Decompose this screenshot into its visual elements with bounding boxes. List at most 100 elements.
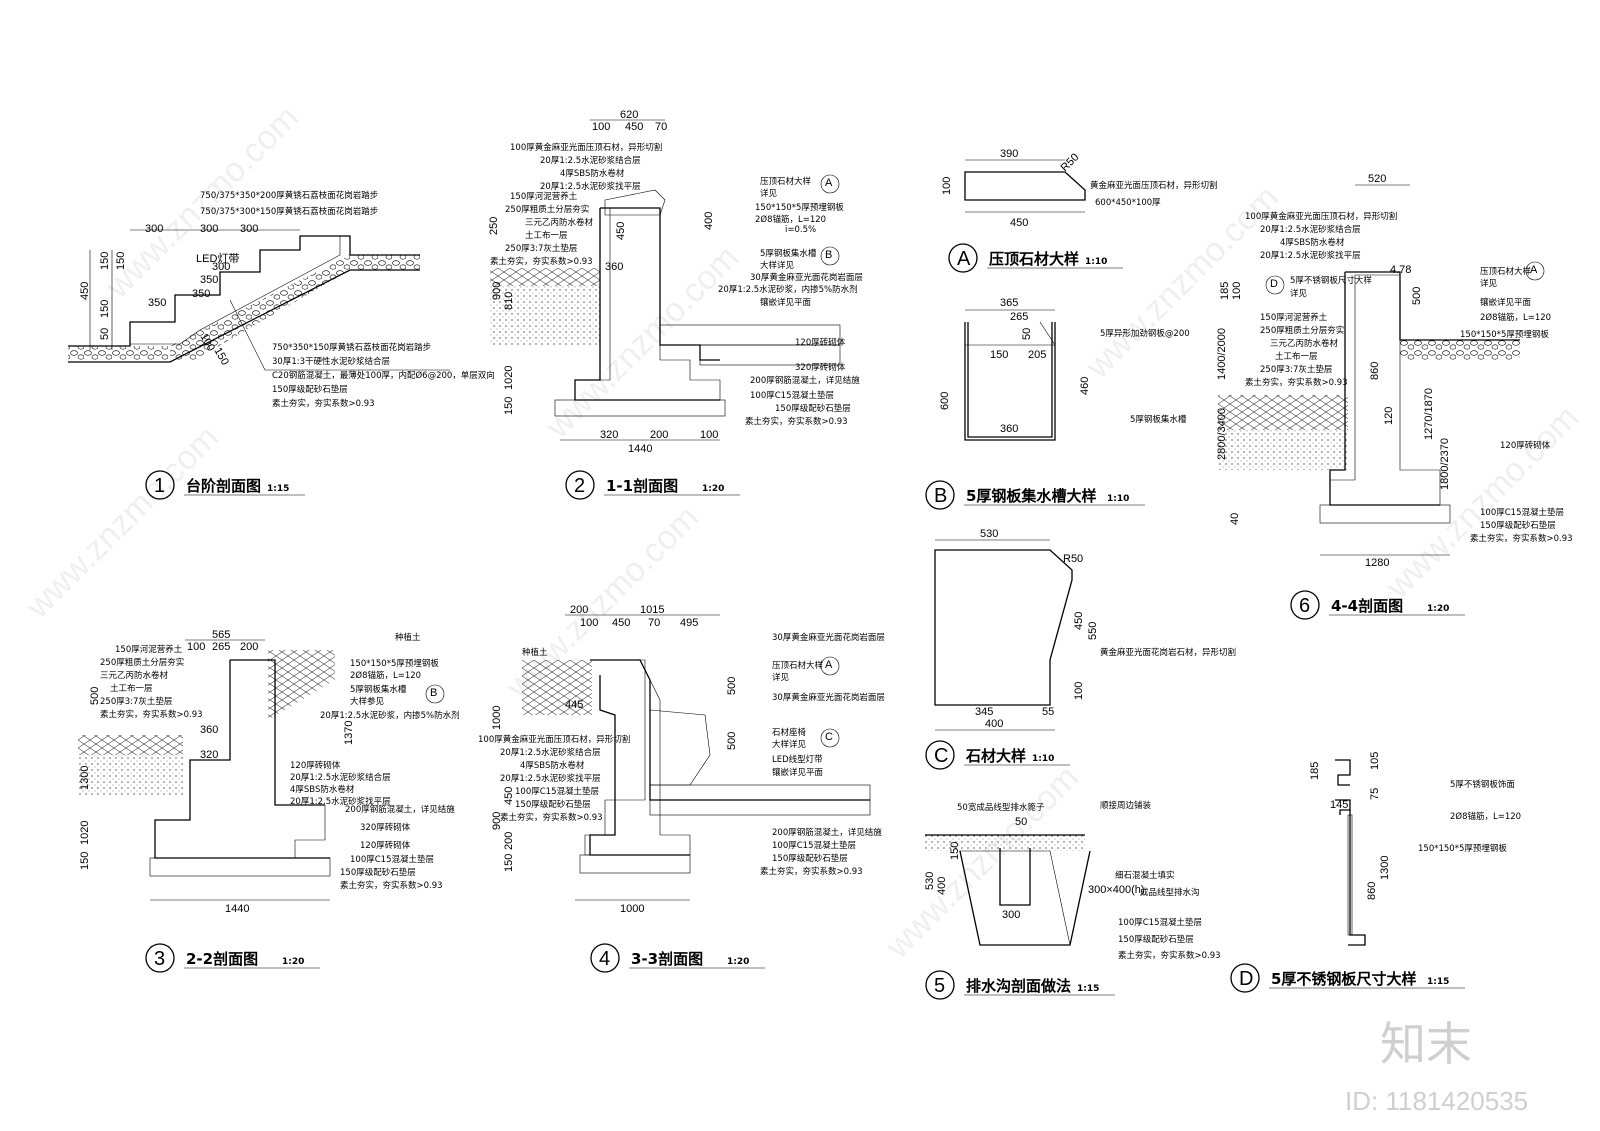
nd-3: 150*150*5厚预埋钢板 <box>1418 843 1507 854</box>
detail-c-stone-seat: 530 R50 450 550 100 345 55 400 黄金麻亚光面花岗岩… <box>934 528 1236 731</box>
dim-a-4: 450 <box>1010 217 1028 229</box>
dim-stair-8: 450 <box>79 282 91 300</box>
dim-11-6: 400 <box>703 212 715 230</box>
n44-3: 4厚SBS防水卷材 <box>1280 237 1345 248</box>
dim-44-7: 120 <box>1383 407 1395 425</box>
dim-11-10: 810 <box>503 292 515 310</box>
dim-44-6: 860 <box>1369 362 1381 380</box>
dim-44-4: 500 <box>1411 287 1423 305</box>
title-number-circle <box>565 470 595 500</box>
n33-18: 100厚C15混凝土垫层 <box>772 840 856 851</box>
title-name: 1-1剖面图 <box>606 477 678 495</box>
dim-33-2: 1015 <box>640 604 664 616</box>
n33-16: 镶嵌详见平面 <box>772 767 824 778</box>
n11-12: 详见 <box>760 188 778 199</box>
n22-22: 种植土 <box>395 632 421 643</box>
n5-4: 成品线型排水沟 <box>1140 887 1200 898</box>
n44-8: 250厚粗质土分层夯实 <box>1260 325 1344 336</box>
n5-8: 素土夯实，夯实系数>0.93 <box>1118 950 1221 961</box>
n44-9: 三元乙丙防水卷材 <box>1270 338 1339 349</box>
ref-44-d: D <box>1270 278 1278 290</box>
dim-44-11: 1280 <box>1365 557 1389 569</box>
watermark-7: www.znzmo.com <box>1378 398 1586 606</box>
dim-b-7: 460 <box>1079 377 1091 395</box>
stair-note-2: 750/375*300*150厚黄锈石荔枝面花岗岩踏步 <box>200 206 378 217</box>
n11-17: 大样详见 <box>760 260 795 271</box>
ref-22-b: B <box>430 687 437 699</box>
title-number: 1 <box>154 475 165 497</box>
n22-14: 4厚SBS防水卷材 <box>290 784 355 795</box>
n5-3: 细石混凝土填实 <box>1115 870 1175 881</box>
title-number: 2 <box>574 475 585 497</box>
title-number-circle <box>948 243 978 273</box>
dim-5-5: 530 <box>924 872 936 890</box>
dim-33-1: 200 <box>570 604 588 616</box>
n22-6: 素土夯实，夯实系数>0.93 <box>100 709 203 720</box>
dim-stair-10: 150 <box>99 300 111 318</box>
dim-stair-9: 150 <box>99 252 111 270</box>
n5-6: 100厚C15混凝土垫层 <box>1118 917 1202 928</box>
title-scale: 1:10 <box>1107 494 1129 504</box>
n44-16: 2Ø8锚筋，L=120 <box>1480 312 1551 323</box>
ref-33-c: C <box>825 731 833 743</box>
n33-17: 200厚钢筋混凝土，详见结施 <box>772 827 882 838</box>
dim-33-5: 70 <box>648 617 660 629</box>
n11-23: 200厚钢筋混凝土，详见结施 <box>750 375 860 386</box>
dim-stair-1: 300 <box>145 223 163 235</box>
n33-19: 150厚级配砂石垫层 <box>772 853 848 864</box>
n44-17: 150*150*5厚预埋钢板 <box>1460 329 1549 340</box>
watermark-6: www.znzmo.com <box>878 758 1086 966</box>
n11-25: 150厚级配砂石垫层 <box>775 403 851 414</box>
dim-11-2: 450 <box>625 121 643 133</box>
dim-b-3: 50 <box>1021 328 1033 340</box>
title-scale: 1:10 <box>1032 754 1054 764</box>
dim-11-1: 620 <box>620 109 638 121</box>
dim-d-5: 1300 <box>1379 856 1391 880</box>
dim-11-3: 100 <box>592 121 610 133</box>
title-number-circle <box>925 970 955 1000</box>
n33-12: 素土夯实，夯实系数>0.93 <box>500 812 603 823</box>
dim-44-2: 185 <box>1219 282 1231 300</box>
n44-20: 150厚级配砂石垫层 <box>1480 520 1556 531</box>
title-scale: 1:15 <box>267 484 289 494</box>
n11-16: 5厚钢板集水槽 <box>760 248 817 259</box>
dim-11-16: 100 <box>700 429 718 441</box>
n11-10: 素土夯实，夯实系数>0.93 <box>490 256 593 267</box>
dim-c-6: 345 <box>975 706 993 718</box>
title-number-circle <box>1230 963 1260 993</box>
dim-44-3: 100 <box>1231 282 1243 300</box>
nd-1: 5厚不锈钢板饰面 <box>1450 779 1515 790</box>
ref-11-b: B <box>825 249 832 261</box>
dim-33-10: 1000 <box>491 706 503 730</box>
dim-c-5: 100 <box>1073 682 1085 700</box>
nc-1: 黄金麻亚光面花岗岩石材，异形切割 <box>1100 647 1236 658</box>
dim-22-8: 1370 <box>343 721 355 745</box>
n44-5: 5厚不锈钢板尺寸大样 <box>1290 275 1372 286</box>
detail-b-steel-trough: 365 265 50 150 205 600 460 360 5厚异形加劲钢板@… <box>939 297 1190 441</box>
dim-11-12: 150 <box>503 397 515 415</box>
dim-44-10: 2800/3400 <box>1216 408 1228 460</box>
detail-a-coping-stone: 390 R50 100 450 黄金麻亚光面压顶石材，异形切割 600*450*… <box>941 148 1218 229</box>
dim-d-6: 860 <box>1366 882 1378 900</box>
n33-20: 素土夯实，夯实系数>0.93 <box>760 866 863 877</box>
title-name: 2-2剖面图 <box>186 950 258 968</box>
n22-4: 土工布一层 <box>110 683 153 694</box>
title-number: 3 <box>154 948 165 970</box>
dim-11-9: 900 <box>491 282 503 300</box>
n22-11: 20厚1:2.5水泥砂浆，内掺5%防水剂 <box>320 710 460 721</box>
n22-3: 三元乙丙防水卷材 <box>100 670 169 681</box>
dim-33-8: 500 <box>726 677 738 695</box>
n44-4: 20厚1:2.5水泥砂浆找平层 <box>1260 250 1361 261</box>
title-name: 排水沟剖面做法 <box>966 977 1071 995</box>
dim-b-2: 265 <box>1010 311 1028 323</box>
dim-stair-6: 350 <box>192 288 210 300</box>
n33-8: 4厚SBS防水卷材 <box>520 760 585 771</box>
n11-5: 150厚河泥营养土 <box>510 191 578 202</box>
n11-19: 20厚1:2.5水泥砂浆，内掺5%防水剂 <box>718 284 858 295</box>
dim-stair-3: 300 <box>240 223 258 235</box>
detail-d-stainless-plate: 185 145 75 105 1300 860 5厚不锈钢板饰面 2Ø8锚筋，L… <box>1309 752 1521 946</box>
n22-18: 120厚砖砌体 <box>360 840 411 851</box>
title-scale: 1:20 <box>702 484 724 494</box>
